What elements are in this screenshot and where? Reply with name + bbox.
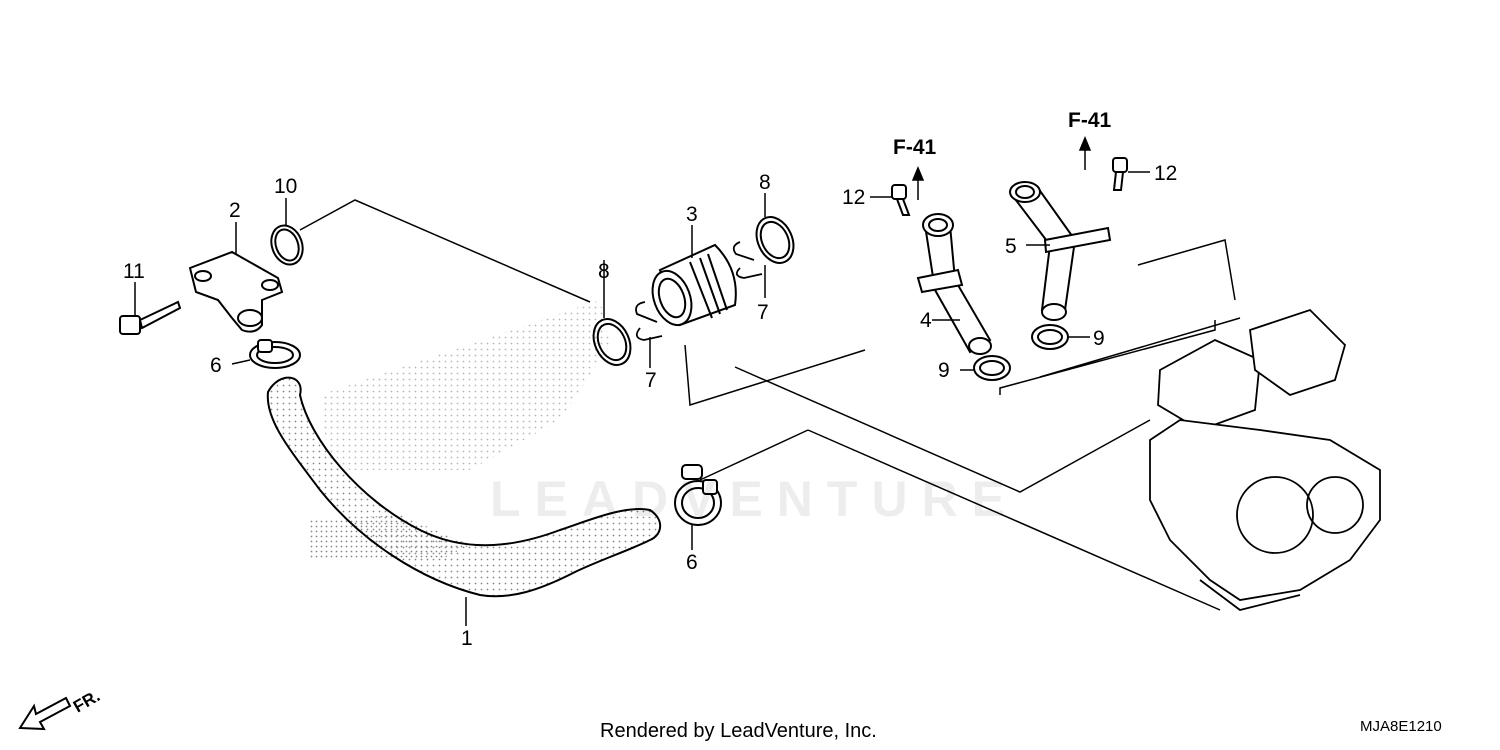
callout-9-right[interactable]: 9 <box>1093 327 1105 350</box>
render-credit: Rendered by LeadVenture, Inc. <box>600 720 877 742</box>
callout-6-upper[interactable]: 6 <box>210 354 222 377</box>
callout-2[interactable]: 2 <box>229 199 241 222</box>
callout-1[interactable]: 1 <box>461 627 473 650</box>
callout-7-left[interactable]: 7 <box>645 369 657 392</box>
shading-region-upper <box>320 300 610 470</box>
clamp-upper <box>249 339 301 369</box>
callout-7-right[interactable]: 7 <box>757 301 769 324</box>
clamp-lower <box>674 464 722 526</box>
o-ring-8-right <box>755 216 795 264</box>
callout-10[interactable]: 10 <box>274 175 298 198</box>
diagram-code: MJA8E1210 <box>1360 718 1442 735</box>
reference-f41-left[interactable]: F-41 <box>893 136 937 159</box>
front-arrow-icon <box>18 696 72 731</box>
water-pipe-right <box>1009 181 1112 321</box>
callout-8-right[interactable]: 8 <box>759 171 771 194</box>
callout-6-lower[interactable]: 6 <box>686 551 698 574</box>
reference-f41-right[interactable]: F-41 <box>1068 109 1112 132</box>
o-ring-8-left <box>592 318 632 366</box>
callout-12-right[interactable]: 12 <box>1154 162 1178 185</box>
callout-3[interactable]: 3 <box>686 203 698 226</box>
clip-7-right <box>732 241 763 279</box>
callout-5[interactable]: 5 <box>1005 235 1017 258</box>
callout-11[interactable]: 11 <box>123 260 145 283</box>
o-ring-10 <box>270 224 304 266</box>
bolt-12-left <box>891 184 911 216</box>
assembly-lines <box>299 199 1241 611</box>
direction-arrows <box>911 136 1092 200</box>
callout-8-left[interactable]: 8 <box>598 260 610 283</box>
outlet-elbow <box>188 250 284 333</box>
seal-9-left <box>973 355 1011 381</box>
connector-pipe <box>651 243 737 327</box>
callout-9-left[interactable]: 9 <box>938 359 950 382</box>
hose <box>266 376 662 598</box>
callout-12-left[interactable]: 12 <box>842 186 866 209</box>
bolt-12-right <box>1112 157 1128 191</box>
leader-lines <box>134 171 1150 626</box>
bolt-left <box>119 300 182 335</box>
seal-9-right <box>1031 324 1069 350</box>
clip-7-left <box>635 301 663 341</box>
callout-4[interactable]: 4 <box>920 309 932 332</box>
watermark: LEADVENTURE <box>490 471 1020 527</box>
engine-outline <box>1149 308 1381 611</box>
water-pipe-left <box>916 213 992 355</box>
